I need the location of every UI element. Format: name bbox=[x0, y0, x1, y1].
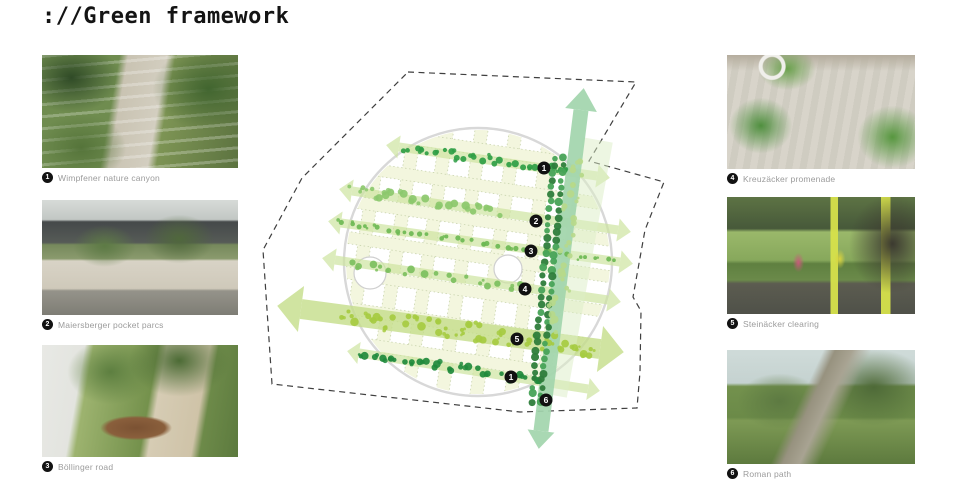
svg-text:4: 4 bbox=[523, 284, 528, 294]
svg-text:6: 6 bbox=[544, 395, 549, 405]
photo-bollinger-road bbox=[42, 345, 238, 457]
photo-card-6: 6 Roman path bbox=[727, 350, 915, 479]
caption-label: Böllinger road bbox=[58, 461, 114, 472]
diagram-badge: 5 bbox=[510, 332, 524, 346]
diagram-badge: 1 bbox=[537, 161, 551, 175]
diagram-badge: 2 bbox=[529, 214, 543, 228]
diagram-badge: 1 bbox=[504, 370, 518, 384]
caption-number-badge: 3 bbox=[42, 461, 53, 472]
photo-caption: 4 Kreuzäcker promenade bbox=[727, 173, 915, 184]
green-framework-diagram: 1 2 3 4 5 1 6 bbox=[262, 71, 665, 449]
photo-steinacker-clearing bbox=[727, 197, 915, 314]
photo-caption: 2 Maiersberger pocket parcs bbox=[42, 319, 238, 330]
caption-label: Roman path bbox=[743, 468, 792, 479]
svg-text:5: 5 bbox=[515, 334, 520, 344]
page-title: ://Green framework bbox=[42, 4, 290, 29]
diagram-badge: 3 bbox=[524, 244, 538, 258]
caption-number-badge: 4 bbox=[727, 173, 738, 184]
caption-label: Maiersberger pocket parcs bbox=[58, 319, 164, 330]
caption-number-badge: 6 bbox=[727, 468, 738, 479]
svg-text:1: 1 bbox=[509, 372, 514, 382]
photo-card-2: 2 Maiersberger pocket parcs bbox=[42, 200, 238, 330]
caption-label: Steinäcker clearing bbox=[743, 318, 820, 329]
svg-text:1: 1 bbox=[542, 163, 547, 173]
photo-caption: 3 Böllinger road bbox=[42, 461, 238, 472]
photo-kreuzacker-promenade bbox=[727, 55, 915, 169]
caption-label: Kreuzäcker promenade bbox=[743, 173, 836, 184]
diagram-badge: 4 bbox=[518, 282, 532, 296]
photo-card-4: 4 Kreuzäcker promenade bbox=[727, 55, 915, 184]
caption-label: Wimpfener nature canyon bbox=[58, 172, 160, 183]
photo-card-3: 3 Böllinger road bbox=[42, 345, 238, 472]
caption-number-badge: 2 bbox=[42, 319, 53, 330]
photo-maiersberger-pocket-parcs bbox=[42, 200, 238, 315]
photo-roman-path bbox=[727, 350, 915, 464]
photo-wimpfener-nature-canyon bbox=[42, 55, 238, 168]
caption-number-badge: 1 bbox=[42, 172, 53, 183]
photo-card-1: 1 Wimpfener nature canyon bbox=[42, 55, 238, 183]
svg-text:3: 3 bbox=[529, 246, 534, 256]
photo-caption: 6 Roman path bbox=[727, 468, 915, 479]
photo-caption: 1 Wimpfener nature canyon bbox=[42, 172, 238, 183]
photo-caption: 5 Steinäcker clearing bbox=[727, 318, 915, 329]
diagram-badge: 6 bbox=[539, 393, 553, 407]
photo-card-5: 5 Steinäcker clearing bbox=[727, 197, 915, 329]
caption-number-badge: 5 bbox=[727, 318, 738, 329]
svg-text:2: 2 bbox=[534, 216, 539, 226]
